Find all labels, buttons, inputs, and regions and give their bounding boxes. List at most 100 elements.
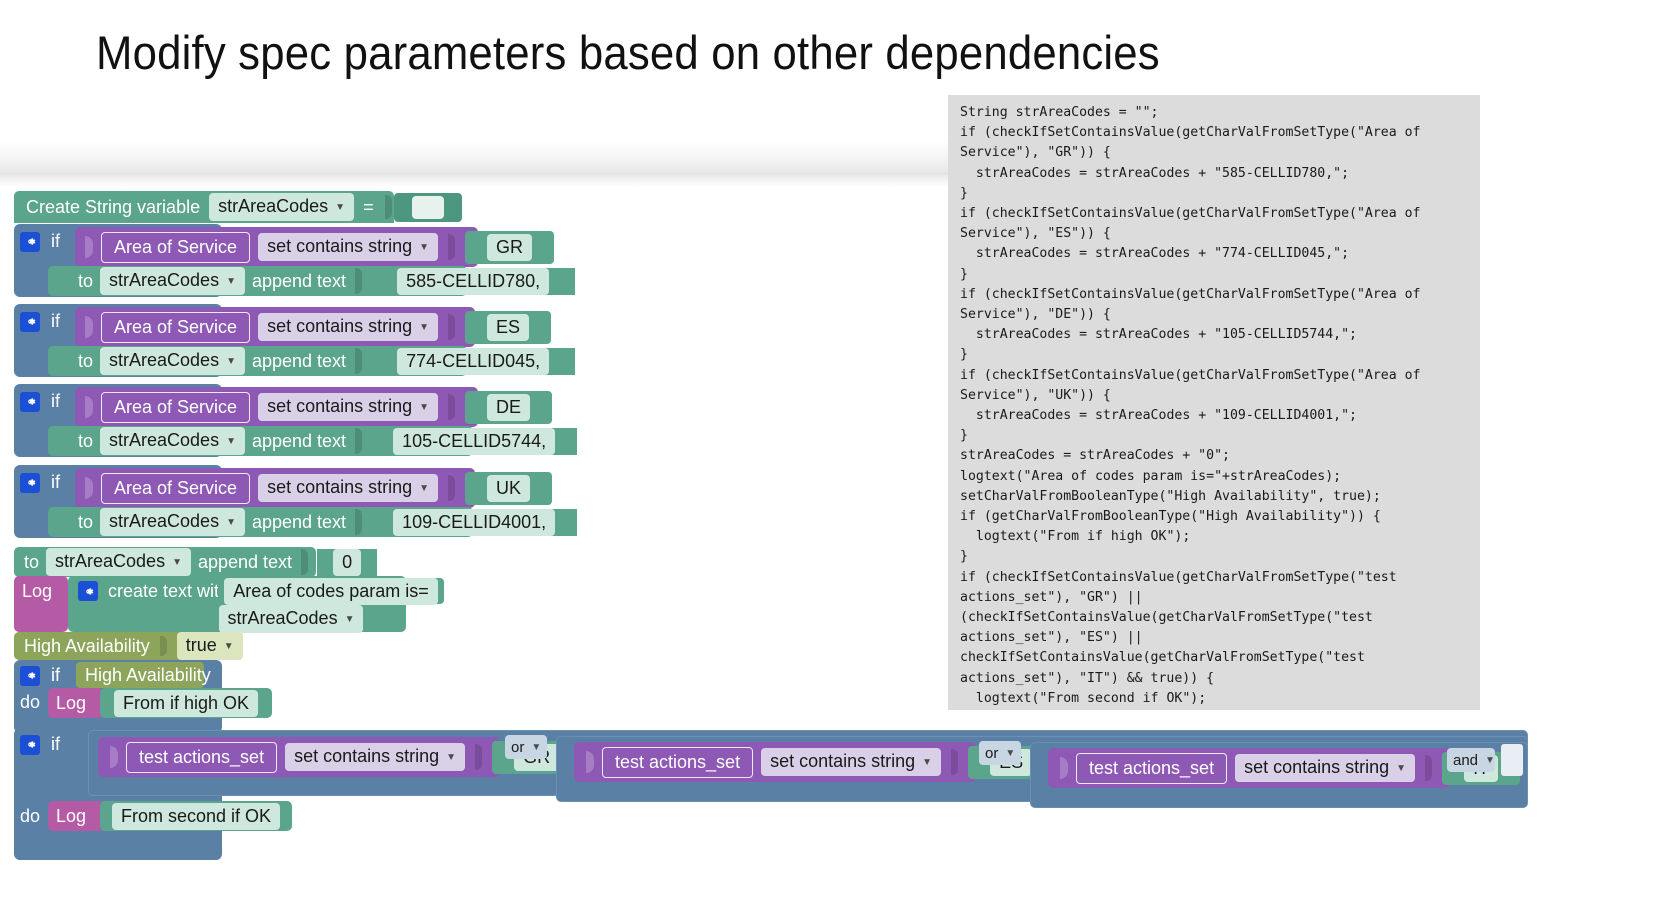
operator-dropdown[interactable]: set contains string▼ [258, 393, 439, 421]
append-text-block-1[interactable]: to strAreaCodes▼ append text 585-CELLID7… [48, 266, 576, 296]
condition-block-gr[interactable]: Area of Service set contains string▼ GR [75, 227, 555, 267]
append-zero-block[interactable]: to strAreaCodes▼ append text 0 [14, 547, 378, 577]
operator-dropdown[interactable]: set contains string▼ [285, 743, 466, 771]
chevron-down-icon: ▼ [226, 435, 236, 447]
append-text-value-2[interactable]: 774-CELLID045, [397, 347, 550, 375]
chevron-down-icon: ▼ [344, 613, 355, 625]
variable-name: strAreaCodes [218, 196, 329, 217]
logic-joiner-and[interactable]: and ▼ [1447, 748, 1495, 772]
create-variable-label: Create String variable [26, 196, 201, 217]
chevron-down-icon: ▼ [226, 516, 236, 528]
append-text-block-2[interactable]: to strAreaCodes▼ append text 774-CELLID0… [48, 346, 576, 376]
if-row-4: if [20, 471, 60, 494]
condition-label: High Availability [85, 664, 211, 685]
condition-value-uk[interactable]: UK [487, 474, 531, 502]
set-high-availability-block[interactable]: High Availability true▼ [14, 632, 243, 660]
condition-block-test-gr[interactable]: test actions_set set contains string▼ GR [98, 737, 582, 777]
variable-item-dropdown[interactable]: strAreaCodes▼ [218, 605, 364, 633]
gear-icon[interactable] [20, 311, 40, 332]
chevron-down-icon: ▼ [419, 482, 430, 494]
if-label: if [51, 665, 60, 685]
chevron-down-icon: ▼ [335, 201, 346, 213]
set-name-field[interactable]: Area of Service [101, 231, 251, 263]
set-name-field[interactable]: test actions_set [1076, 752, 1228, 784]
gear-icon[interactable] [20, 231, 40, 252]
append-target-variable[interactable]: strAreaCodes▼ [100, 508, 245, 536]
log-text-block-from-second-if[interactable]: From second if OK [100, 801, 292, 831]
append-text-label: append text [251, 270, 347, 291]
condition-high-availability[interactable]: High Availability [76, 662, 211, 688]
set-name-field[interactable]: Area of Service [101, 472, 251, 504]
text-item-block[interactable]: Area of codes param is= [218, 577, 444, 605]
logic-joiner-or-1[interactable]: or ▼ [505, 735, 547, 759]
set-name-field[interactable]: Area of Service [101, 311, 251, 343]
log-block-area-codes[interactable]: Log [14, 576, 68, 632]
log-text-value[interactable]: From if high OK [113, 689, 259, 717]
operator-dropdown[interactable]: set contains string▼ [761, 748, 942, 776]
append-text-value-zero[interactable]: 0 [333, 548, 362, 576]
condition-block-test-it[interactable]: test actions_set set contains string▼ IT [1048, 748, 1521, 788]
if-label: if [51, 311, 60, 331]
gear-icon[interactable] [78, 581, 98, 601]
joiner-label: or [985, 744, 999, 762]
condition-value-es[interactable]: ES [487, 313, 530, 341]
to-label: to [78, 350, 94, 371]
chevron-down-icon: ▼ [226, 355, 236, 367]
joiner-label: or [511, 738, 525, 756]
condition-value-de[interactable]: DE [487, 393, 531, 421]
chevron-down-icon: ▼ [446, 751, 457, 763]
chevron-down-icon: ▼ [419, 321, 430, 333]
log-block-from-if-high[interactable]: Log [48, 688, 104, 718]
log-text-value[interactable]: From second if OK [111, 802, 281, 830]
operator-dropdown[interactable]: set contains string▼ [1235, 754, 1416, 782]
log-block-from-second-if[interactable]: Log [48, 801, 104, 831]
log-text-block-from-if-high[interactable]: From if high OK [100, 688, 272, 718]
append-target-variable[interactable]: strAreaCodes▼ [46, 548, 191, 576]
variable-dropdown-strAreaCodes[interactable]: strAreaCodes ▼ [209, 193, 355, 221]
append-target-variable[interactable]: strAreaCodes▼ [100, 267, 245, 295]
append-target-variable[interactable]: strAreaCodes▼ [100, 427, 245, 455]
equals-label: = [363, 196, 374, 217]
append-target-variable[interactable]: strAreaCodes▼ [100, 347, 245, 375]
append-text-block-4[interactable]: to strAreaCodes▼ append text 109-CELLID4… [48, 507, 578, 537]
gear-icon[interactable] [20, 472, 40, 493]
condition-block-es[interactable]: Area of Service set contains string▼ ES [75, 307, 552, 347]
if-label: if [51, 734, 60, 754]
create-string-variable-block[interactable]: Create String variable strAreaCodes ▼ = [14, 191, 462, 223]
gear-icon[interactable] [20, 391, 40, 412]
append-text-value-3[interactable]: 105-CELLID5744, [393, 427, 556, 455]
condition-value-gr[interactable]: GR [487, 233, 533, 261]
gear-icon[interactable] [20, 665, 40, 686]
condition-block-de[interactable]: Area of Service set contains string▼ DE [75, 387, 553, 427]
chevron-down-icon: ▼ [226, 275, 236, 287]
chevron-down-icon: ▼ [531, 741, 542, 753]
set-name-field[interactable]: test actions_set [602, 746, 754, 778]
append-text-label: append text [251, 430, 347, 451]
operator-dropdown[interactable]: set contains string▼ [258, 233, 439, 261]
condition-block-test-es[interactable]: test actions_set set contains string▼ ES [574, 742, 1055, 782]
if-label: if [51, 391, 60, 411]
log-label: Log [56, 692, 87, 713]
empty-string-value[interactable] [411, 195, 444, 219]
logic-joiner-or-2[interactable]: or ▼ [979, 741, 1021, 765]
set-name-field[interactable]: Area of Service [101, 391, 251, 423]
set-name-field[interactable]: test actions_set [126, 741, 278, 773]
to-label: to [78, 430, 94, 451]
gear-icon[interactable] [20, 734, 40, 755]
high-availability-value-dropdown[interactable]: true▼ [176, 632, 243, 660]
operator-dropdown[interactable]: set contains string▼ [258, 313, 439, 341]
condition-block-uk[interactable]: Area of Service set contains string▼ UK [75, 468, 553, 508]
append-text-value-1[interactable]: 585-CELLID780, [397, 267, 550, 295]
append-text-value-4[interactable]: 109-CELLID4001, [393, 508, 556, 536]
log-label: Log [22, 580, 53, 601]
operator-dropdown[interactable]: set contains string▼ [258, 474, 439, 502]
if-label: if [51, 231, 60, 251]
to-label: to [78, 511, 94, 532]
append-text-label: append text [197, 551, 293, 572]
append-text-block-3[interactable]: to strAreaCodes▼ append text 105-CELLID5… [48, 426, 578, 456]
logic-true-stub[interactable] [1501, 744, 1523, 776]
text-item-value[interactable]: Area of codes param is= [224, 577, 438, 605]
variable-item-block[interactable]: strAreaCodes▼ [218, 605, 364, 633]
if-row-2: if [20, 310, 60, 333]
do-label-high-availability: do [20, 692, 41, 712]
